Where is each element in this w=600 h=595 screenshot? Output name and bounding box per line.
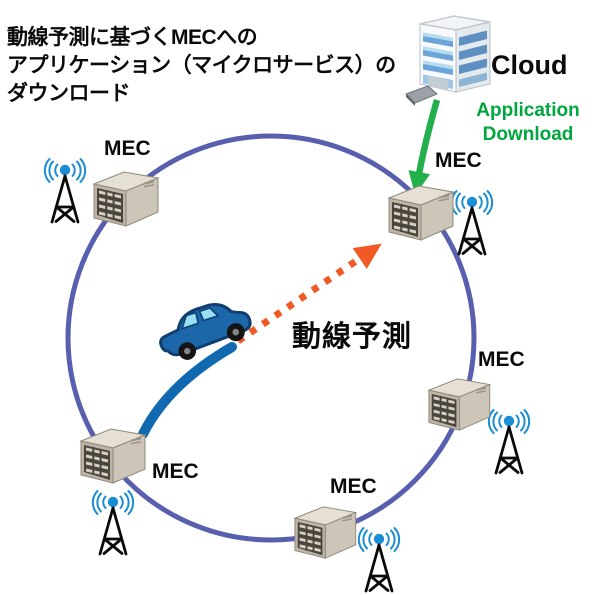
- edge-server-icon: [93, 171, 159, 227]
- mec-label-bottom: MEC: [330, 475, 377, 498]
- application-download-line-2: Download: [482, 124, 574, 145]
- mec-label-top-right: MEC: [435, 149, 482, 172]
- prediction-arrow: [236, 243, 382, 344]
- cloud-building-icon: [405, 15, 491, 106]
- edge-server-icon: [80, 428, 146, 484]
- title-line-3: ダウンロード: [7, 82, 130, 105]
- prediction-label: 動線予測: [292, 321, 413, 353]
- application-download-label: Application Download: [462, 99, 594, 147]
- antenna-tower-icon: [43, 157, 87, 224]
- mec-label-bottom-left: MEC: [152, 460, 199, 483]
- diagram-title: 動線予測に基づくMECへの アプリケーション（マイクロサービス）の ダウンロード: [7, 24, 396, 108]
- mec-node-bottom: [293, 505, 401, 593]
- cloud-label: Cloud: [491, 50, 568, 80]
- antenna-tower-icon: [91, 489, 135, 556]
- edge-server-icon: [293, 505, 357, 560]
- mec-node-top-right: [388, 185, 494, 256]
- mec-node-right: [427, 377, 531, 475]
- edge-server-icon: [427, 377, 491, 432]
- mec-node-top-left: [43, 157, 159, 227]
- vehicle-path: [138, 342, 237, 439]
- antenna-tower-icon: [450, 189, 494, 256]
- car-icon: [159, 303, 252, 360]
- antenna-tower-icon: [487, 408, 531, 475]
- network-ring: [65, 133, 477, 543]
- mec-label-right: MEC: [478, 348, 525, 371]
- application-download-arrow: [408, 99, 441, 196]
- title-line-1: 動線予測に基づくMECへの: [7, 26, 258, 49]
- antenna-tower-icon: [357, 526, 401, 593]
- application-download-line-1: Application: [476, 100, 580, 121]
- mec-label-top-left: MEC: [104, 137, 151, 160]
- title-line-2: アプリケーション（マイクロサービス）の: [7, 54, 396, 77]
